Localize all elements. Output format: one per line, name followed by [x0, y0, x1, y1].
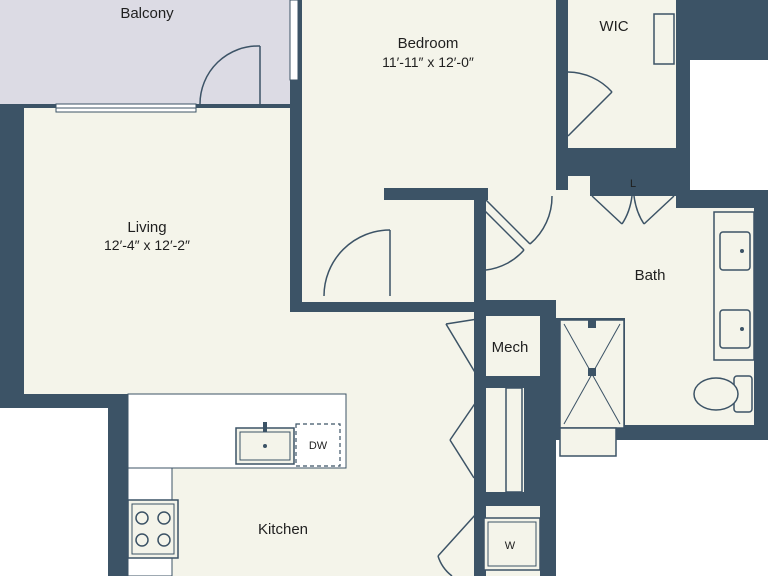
washer-label: W	[505, 540, 516, 552]
living-dimensions: 12′-4″ x 12′-2″	[104, 237, 190, 253]
kitchen-label: Kitchen	[258, 521, 308, 538]
closet-shelf	[505, 387, 523, 493]
bath-label: Bath	[635, 267, 666, 284]
living-label: Living	[127, 219, 166, 236]
dishwasher-label: DW	[309, 440, 328, 452]
bath-floor	[486, 176, 754, 425]
shower-stall	[559, 319, 625, 457]
linen-label: L	[630, 178, 636, 190]
linen-doors	[591, 195, 675, 225]
balcony-door	[199, 45, 261, 105]
burner-icon	[157, 533, 171, 547]
wic-shelf	[653, 13, 675, 65]
closet-door	[449, 401, 477, 479]
floor-areas	[24, 0, 754, 576]
interior-walls	[290, 0, 690, 576]
bedroom-floor	[302, 0, 556, 185]
bedroom-lower-floor	[302, 185, 556, 302]
bath-vanity	[713, 211, 755, 361]
toilet-icon	[693, 375, 753, 413]
mech-label: Mech	[492, 339, 529, 356]
sink-icon	[719, 231, 751, 271]
balcony-label: Balcony	[120, 5, 174, 22]
shower-head-icon	[588, 320, 596, 328]
washer: W	[483, 517, 541, 571]
wic-label: WIC	[599, 18, 628, 35]
balcony-floor	[0, 0, 290, 104]
dishwasher: DW	[295, 423, 341, 467]
mech-floor	[484, 316, 542, 376]
burner-icon	[135, 511, 149, 525]
sink-icon	[719, 309, 751, 349]
laundry-door	[437, 513, 477, 576]
shower-drain-icon	[588, 368, 596, 376]
burner-icon	[135, 533, 149, 547]
bedroom-door	[323, 229, 391, 297]
wic-door	[567, 71, 613, 137]
balcony-window	[55, 0, 299, 113]
range-cooktop	[127, 499, 179, 559]
burner-icon	[157, 511, 171, 525]
kitchen-sink-icon	[235, 422, 295, 465]
bath-door	[479, 195, 553, 271]
bedroom-label: Bedroom	[398, 35, 459, 52]
mech-door	[445, 317, 485, 379]
bedroom-dimensions: 11′-11″ x 12′-0″	[382, 54, 474, 70]
